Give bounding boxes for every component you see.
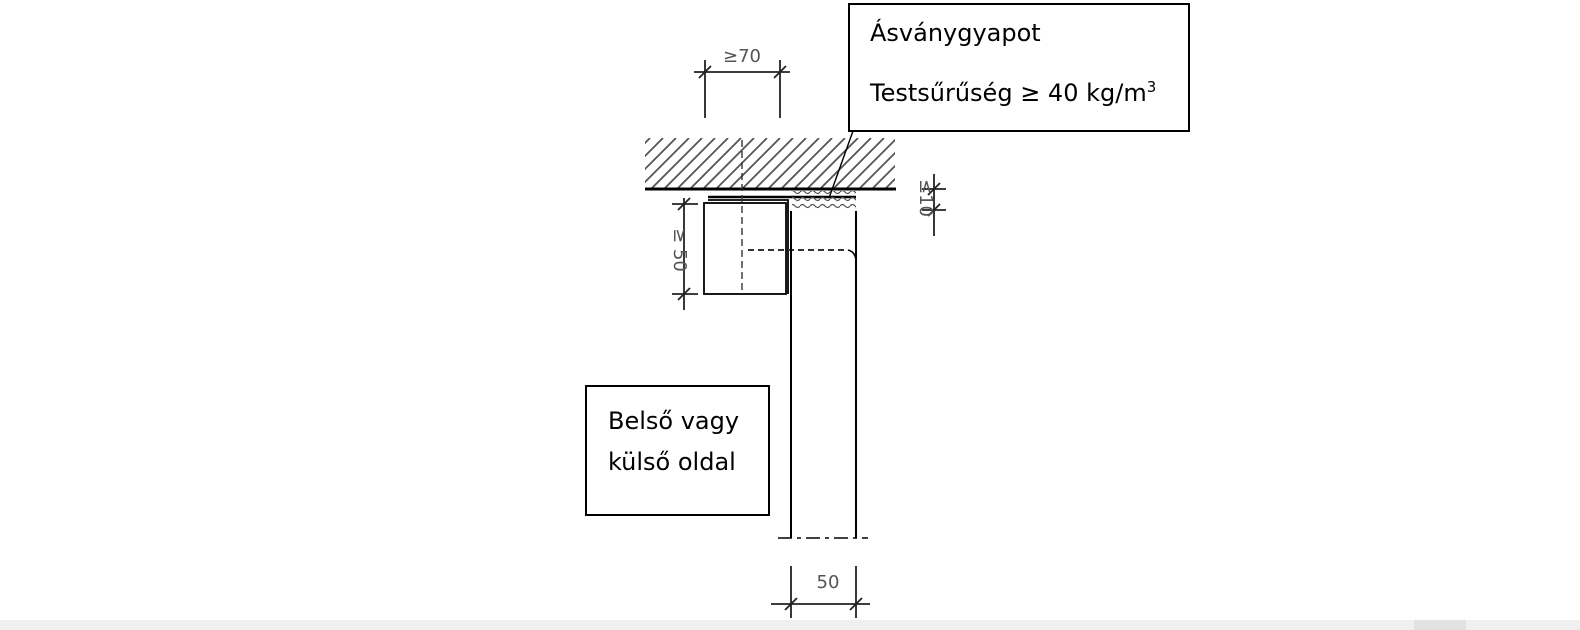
board-right-edge-curve <box>847 249 857 263</box>
callout-density-text: Testsűrűség ≥ 40 kg/m <box>870 79 1147 107</box>
ceiling-slab-hatch <box>645 138 895 188</box>
dimension-top-width <box>694 60 790 118</box>
dimension-top-width-label: ≥70 <box>723 46 761 67</box>
dimension-right-gap-label: ≤10 <box>915 179 936 217</box>
callout-side-line1: Belső vagy <box>608 407 740 435</box>
callout-side: Belső vagy külső oldal <box>585 385 770 516</box>
callout-mineral-wool: Ásványgyapot Testsűrűség ≥ 40 kg/m3 <box>848 3 1190 132</box>
dimension-left-height-label: ≥ 50 <box>669 228 690 272</box>
callout-leader-line <box>828 130 854 199</box>
bottom-corner-block <box>1414 620 1466 630</box>
dimension-bottom-width <box>771 566 870 618</box>
callout-material-name: Ásványgyapot <box>870 19 1041 47</box>
dimension-bottom-width-label: 50 <box>817 572 840 593</box>
callout-side-line2: külső oldal <box>608 448 736 476</box>
callout-density-superscript: 3 <box>1146 78 1157 96</box>
mineral-wool-strip <box>792 191 856 211</box>
dimension-left-height <box>672 197 698 310</box>
dimension-right-gap <box>922 174 946 236</box>
callout-material-density: Testsűrűség ≥ 40 kg/m3 <box>870 78 1188 107</box>
profile-angle-bracket <box>708 199 789 294</box>
bottom-scroll-strip <box>0 620 1580 630</box>
square-profile <box>703 202 787 295</box>
